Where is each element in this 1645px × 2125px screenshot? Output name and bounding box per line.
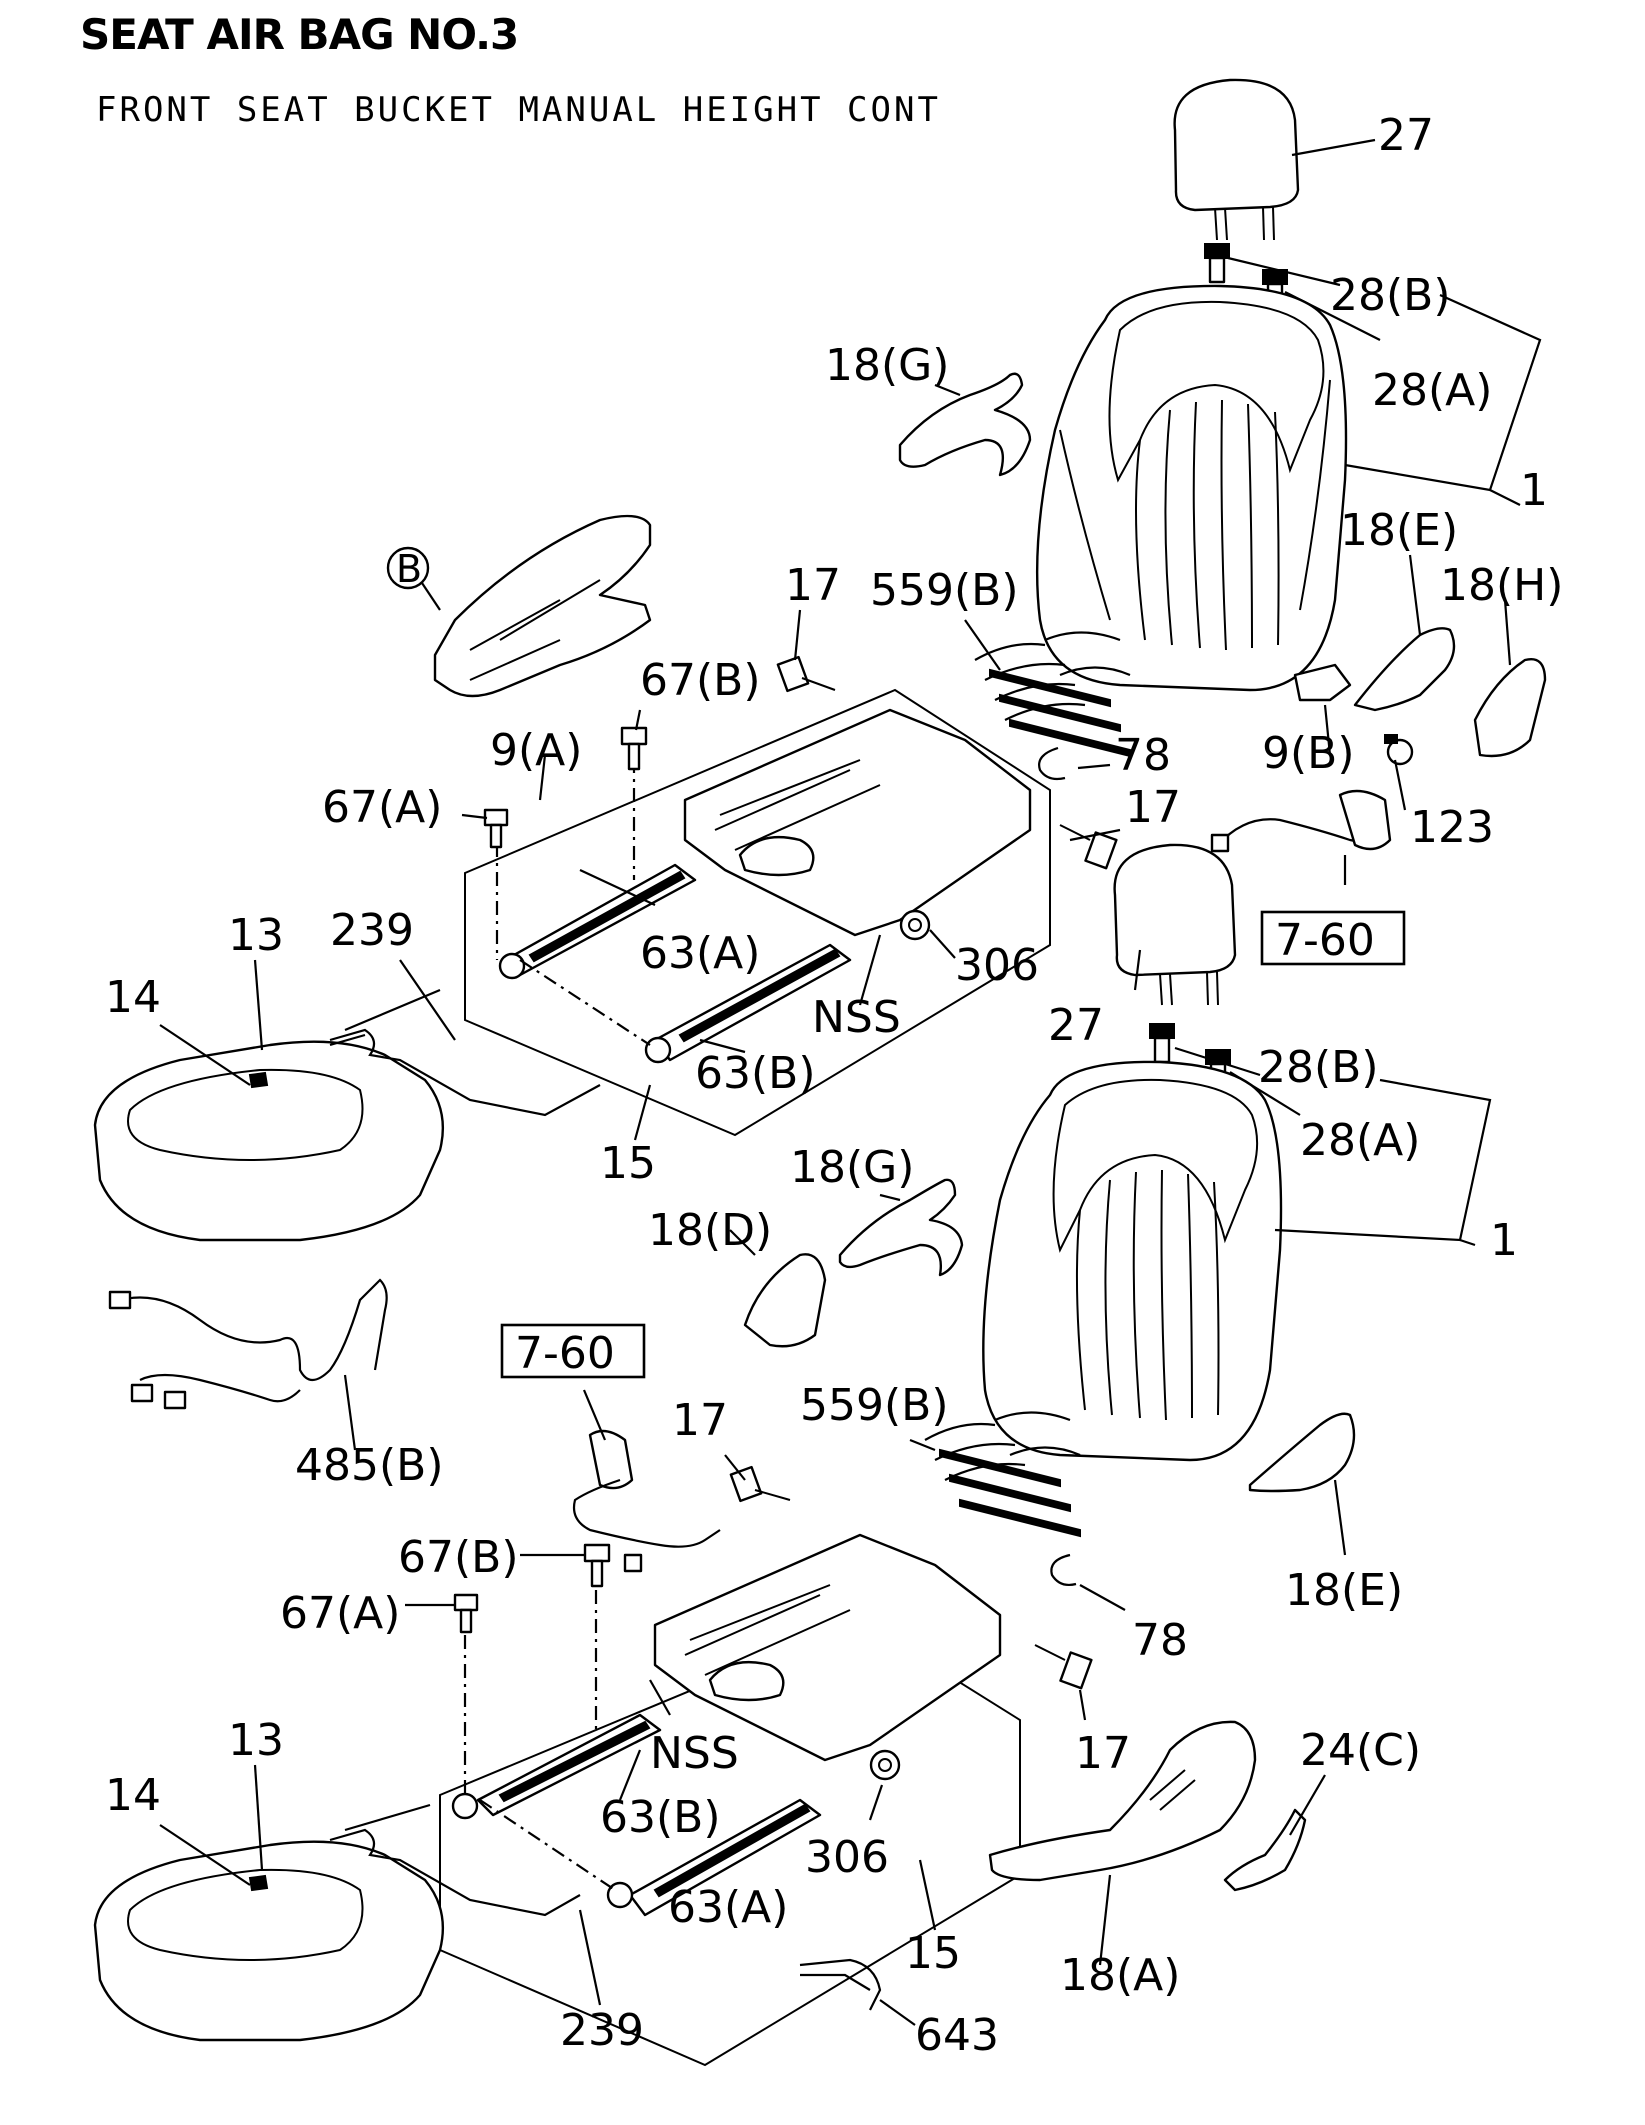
callout-239-bot: 239 [560,2005,644,2056]
bracket-9b [1293,663,1352,702]
callout-18e-top: 18(E) [1340,505,1458,556]
springs-559b-bot [924,1411,1081,1538]
callout-17-a: 17 [785,560,841,611]
callout-67b-top: 67(B) [640,655,761,706]
side-cover-18d [743,1253,827,1348]
callout-67a-bot: 67(A) [280,1588,400,1639]
callout-1-mid: 1 [1490,1215,1518,1266]
callout-63a-top: 63(A) [640,928,760,979]
callout-306-bot: 306 [805,1832,889,1883]
side-cover-18a [988,1720,1257,1882]
callout-485b: 485(B) [295,1440,444,1491]
callout-13-top: 13 [228,910,284,961]
bolt-67b-top [620,726,648,771]
bolt-67a-top [483,808,509,849]
callout-18g-top: 18(G) [825,340,949,391]
bracket-9a [386,514,652,698]
callout-18g-mid: 18(G) [790,1142,914,1193]
callout-24c: 24(C) [1300,1725,1421,1776]
headrest-mid [1113,843,1237,1006]
seat-cushion-top [93,1040,444,1242]
clip-78-bot [1050,1553,1077,1587]
nut-306-top [899,909,931,941]
callout-63b-top: 63(B) [695,1048,816,1099]
bolt-17-c [729,1465,791,1503]
seat-cushion-bot [93,1840,444,2042]
callout-239-top: 239 [330,905,414,956]
callout-559b-top: 559(B) [870,565,1019,616]
callout-28b-top: 28(B) [1330,270,1451,321]
callout-78-bot: 78 [1132,1615,1188,1666]
harness-top [1210,789,1392,853]
callout-17-c: 17 [672,1395,728,1446]
callout-28a-mid: 28(A) [1300,1115,1420,1166]
bolt-67b-bot [583,1543,611,1588]
leader-lines [159,138,1542,2026]
harness-485b [108,1278,388,1410]
diagram-subtitle: FRONT SEAT BUCKET MANUAL HEIGHT CONT [96,90,941,130]
callout-27-top: 27 [1378,110,1434,161]
callout-27-mid: 27 [1048,1000,1104,1051]
seat-back-top [1035,284,1348,692]
callout-nss-bot: NSS [650,1728,739,1779]
bolt-17-d [1034,1644,1093,1690]
callout-17-b: 17 [1125,782,1181,833]
ref-box-7-60-bot [500,1323,646,1379]
callout-306-top: 306 [955,940,1039,991]
callout-18e-bot: 18(E) [1285,1565,1403,1616]
callout-63a-bot: 63(A) [668,1882,788,1933]
ref-box-7-60-top [1260,910,1406,966]
callout-nss-top: NSS [812,992,901,1043]
wire-239-bot [329,1803,581,1917]
callout-9b: 9(B) [1262,728,1355,779]
callout-63b-bot: 63(B) [600,1792,721,1843]
callout-17-d: 17 [1075,1728,1131,1779]
callout-78-top: 78 [1115,730,1171,781]
callout-15-top: 15 [600,1138,656,1189]
callout-9a: 9(A) [490,725,582,776]
headrest-top [1173,78,1300,241]
harness-bot [572,1429,721,1573]
side-cover-18h [1473,658,1547,758]
seat-frame-box-top [464,688,1051,1137]
callout-559b-bot: 559(B) [800,1380,949,1431]
bolt-67a-bot [453,1593,479,1634]
seat-frame-top [683,708,1032,937]
callout-18d: 18(D) [648,1205,772,1256]
side-cover-18e-top [1353,627,1456,712]
cover-clip-18g-top [898,372,1032,477]
side-cover-18e-bot [1248,1412,1356,1493]
callout-18h: 18(H) [1440,560,1563,611]
cover-clip-18g-mid [838,1178,964,1277]
wire-643 [799,1958,882,2011]
cover-24c [1223,1808,1307,1892]
callout-123: 123 [1410,802,1494,853]
callout-14-bot: 14 [105,1770,161,1821]
clip-123 [1384,734,1414,766]
clip-78-top [1038,746,1066,781]
bolt-17-a [776,655,836,693]
callout-643: 643 [915,2010,999,2061]
callout-28a-top: 28(A) [1372,365,1492,416]
seat-rail-63a-top [503,863,697,977]
callout-7-60-top: 7-60 [1275,915,1375,966]
callout-b-circle: B [396,547,422,591]
callout-1-top: 1 [1520,465,1548,516]
callout-13-bot: 13 [228,1715,284,1766]
callout-7-60-bot: 7-60 [515,1328,615,1379]
callout-28b-mid: 28(B) [1258,1042,1379,1093]
callout-67a-top: 67(A) [322,782,442,833]
callout-18a: 18(A) [1060,1950,1180,2001]
seat-back-mid [982,1060,1283,1462]
seat-rail-63b-top [653,943,852,1062]
callout-14-top: 14 [105,972,161,1023]
callout-15-bot: 15 [905,1928,961,1979]
springs-559b-top [974,631,1131,758]
diagram-title: SEAT AIR BAG NO.3 [80,10,519,59]
nut-306-bot [869,1749,901,1781]
seat-frame-bot [653,1533,1002,1762]
seat-rail-63b-bot [476,1713,662,1817]
callout-67b-bot: 67(B) [398,1532,519,1583]
